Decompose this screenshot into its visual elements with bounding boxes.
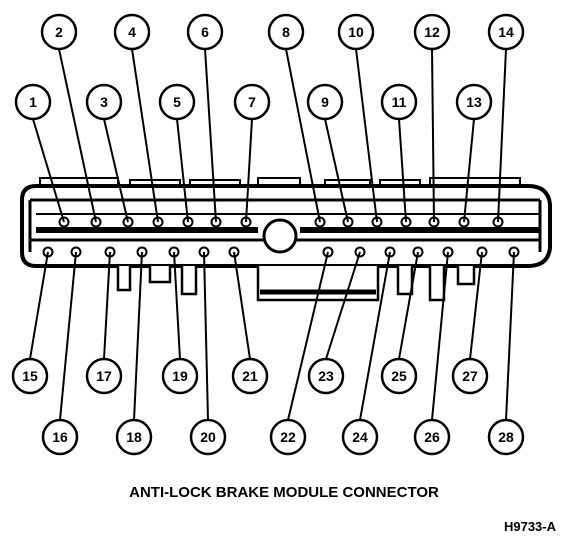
leader-line-3 [103,118,129,223]
leader-line-11 [398,118,407,223]
callout-circle-23 [307,357,345,395]
leader-line-10 [355,48,378,223]
leader-line-18 [133,251,143,421]
connector-bottom-latches [116,266,476,302]
callout-circle-24 [341,418,379,456]
callout-circle-10 [337,13,375,51]
polarization-key [262,218,298,254]
callout-circle-9 [306,83,344,121]
callout-circle-7 [233,83,271,121]
leader-line-28 [505,251,515,421]
callout-label-13: 13 [466,94,482,110]
callout-circle-13 [455,83,493,121]
callout-circle-5 [158,83,196,121]
callout-label-20: 20 [200,429,216,445]
callout-label-24: 24 [352,429,368,445]
callout-label-16: 16 [52,429,68,445]
callout-label-19: 19 [172,368,188,384]
callout-circle-26 [413,418,451,456]
connector-body [20,177,552,302]
callout-label-5: 5 [173,94,181,110]
callout-label-12: 12 [424,24,440,40]
leader-line-13 [463,118,475,223]
leader-line-14 [497,48,507,223]
callout-circle-16 [41,418,79,456]
callout-label-27: 27 [462,368,478,384]
leader-line-5 [176,118,189,223]
connector-top-ribs [39,177,521,185]
callout-circle-15 [11,357,49,395]
callout-label-28: 28 [498,429,514,445]
leader-line-8 [285,48,321,223]
callout-label-3: 3 [100,94,108,110]
callout-label-11: 11 [392,94,407,110]
leader-line-6 [204,48,217,223]
callout-label-23: 23 [318,368,334,384]
callout-circle-1 [14,83,52,121]
leader-line-27 [469,251,483,360]
callout-circle-22 [269,418,307,456]
callout-label-8: 8 [282,24,290,40]
callout-circle-28 [487,418,525,456]
callout-circle-27 [451,357,489,395]
callout-circle-4 [113,13,151,51]
leader-line-4 [131,48,159,223]
callout-label-1: 1 [29,94,37,110]
callout-label-10: 10 [348,24,364,40]
leader-line-2 [58,48,97,223]
callout-circle-11 [380,83,418,121]
callout-circle-19 [161,357,199,395]
leader-lines [29,48,515,421]
callout-circle-18 [115,418,153,456]
callout-label-26: 26 [424,429,440,445]
leader-line-16 [59,251,77,421]
leader-line-9 [324,118,349,223]
callout-label-6: 6 [201,24,209,40]
leader-line-26 [431,251,449,421]
callout-label-25: 25 [391,368,407,384]
leader-line-20 [203,251,209,421]
callout-label-7: 7 [248,94,256,110]
leader-line-24 [359,251,391,421]
callout-label-21: 21 [242,368,258,384]
leader-line-12 [431,48,435,223]
leader-line-19 [173,251,181,360]
callout-circle-21 [231,357,269,395]
leader-line-21 [233,251,251,360]
callout-circle-20 [189,418,227,456]
leader-line-15 [29,251,49,360]
diagram-title: ANTI-LOCK BRAKE MODULE CONNECTOR [129,484,439,501]
callout-circle-12 [413,13,451,51]
leader-line-25 [398,251,419,360]
leader-line-7 [245,118,253,223]
leader-line-17 [103,251,111,360]
callout-label-15: 15 [22,368,38,384]
callout-label-9: 9 [321,94,329,110]
callout-label-14: 14 [498,24,514,40]
callout-label-22: 22 [280,429,296,445]
callout-circle-14 [487,13,525,51]
callout-label-4: 4 [128,24,136,40]
leader-line-23 [325,251,361,360]
callout-circle-17 [85,357,123,395]
callout-circle-3 [85,83,123,121]
callout-circle-6 [186,13,224,51]
callout-circle-2 [40,13,78,51]
callout-circle-8 [267,13,305,51]
leader-line-1 [32,118,65,223]
leader-line-22 [287,251,329,421]
figure-code: H9733-A [504,519,557,534]
callout-label-18: 18 [126,429,142,445]
callout-label-17: 17 [96,368,112,384]
callout-label-2: 2 [55,24,63,40]
callout-circle-25 [380,357,418,395]
